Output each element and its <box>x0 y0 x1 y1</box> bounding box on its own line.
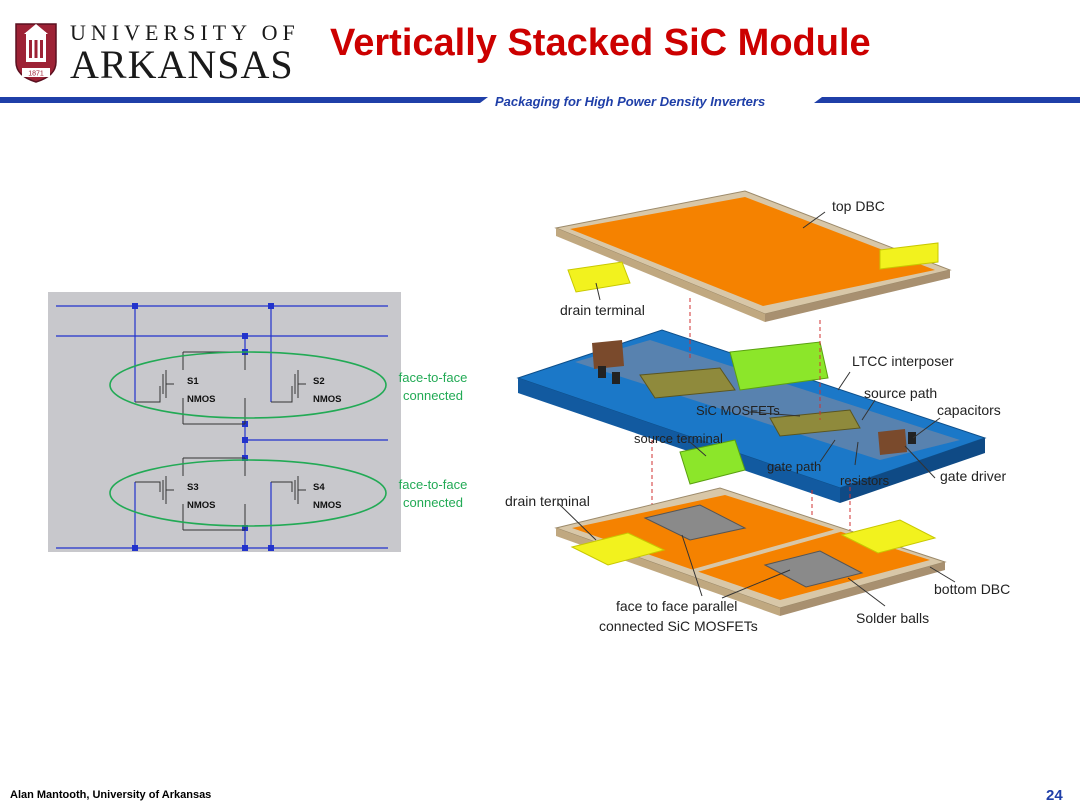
label-top-dbc: top DBC <box>832 198 885 214</box>
label-solder-balls: Solder balls <box>856 610 929 626</box>
logo-line-university: UNIVERSITY OF <box>70 20 300 45</box>
ltcc-interposer-layer <box>516 329 987 503</box>
label-source-path: source path <box>864 385 937 401</box>
face-to-face-ellipse-top <box>109 351 387 419</box>
label-sic-mosfets: SiC MOSFETs <box>696 403 780 418</box>
annotation-bottom-line1: face-to-face <box>399 477 468 492</box>
logo-wordmark: UNIVERSITY OF ARKANSAS <box>70 22 300 86</box>
switch-type-s3: NMOS <box>187 500 216 511</box>
switch-label-s4: S4 <box>313 482 325 493</box>
label-face-to-face-line2: connected SiC MOSFETs <box>599 618 758 634</box>
schematic-wires <box>56 305 388 549</box>
leader-lines <box>557 211 956 607</box>
annotation-top-line2: connected <box>403 388 463 403</box>
face-to-face-ellipse-bottom <box>109 459 387 527</box>
annotation-top-line1: face-to-face <box>399 370 468 385</box>
old-main-seal-icon: 1871 <box>15 23 57 83</box>
annotation-bottom-line2: connected <box>403 495 463 510</box>
top-dbc-layer <box>554 190 952 322</box>
label-drain-terminal-top: drain terminal <box>560 302 645 318</box>
slide-subtitle: Packaging for High Power Density Inverte… <box>495 94 766 109</box>
logo-line-arkansas: ARKANSAS <box>70 42 294 87</box>
switch-type-s1: NMOS <box>187 394 216 405</box>
label-face-to-face-line1: face to face parallel <box>616 598 737 614</box>
header-divider-bar <box>0 97 1080 103</box>
label-ltcc-interposer: LTCC interposer <box>852 353 954 369</box>
university-logo: 1871 <box>12 16 302 86</box>
label-gate-path: gate path <box>767 459 821 474</box>
switch-label-s2: S2 <box>313 376 325 387</box>
label-source-terminal: source terminal <box>634 431 723 446</box>
footer-author: Alan Mantooth, University of Arkansas <box>10 789 212 801</box>
switch-type-s2: NMOS <box>313 394 342 405</box>
mosfet-symbols <box>135 351 306 531</box>
switch-type-s4: NMOS <box>313 500 342 511</box>
label-bottom-dbc: bottom DBC <box>934 581 1010 597</box>
slide-title: Vertically Stacked SiC Module <box>330 22 871 64</box>
label-drain-terminal-bottom: drain terminal <box>505 493 590 509</box>
label-capacitors: capacitors <box>937 402 1001 418</box>
switch-label-s1: S1 <box>187 376 199 387</box>
module-exploded-diagram: top DBC drain terminal LTCC interposer s… <box>505 190 1010 634</box>
seal-year: 1871 <box>28 71 44 78</box>
circuit-schematic: S1 NMOS S2 NMOS S3 NMOS S4 NMOS face-to-… <box>48 292 468 552</box>
page-number: 24 <box>1046 787 1063 804</box>
switch-label-s3: S3 <box>187 482 199 493</box>
label-resistors: resistors <box>840 473 890 488</box>
schematic-background <box>48 292 401 552</box>
bottom-dbc-layer <box>554 487 947 616</box>
label-gate-driver: gate driver <box>940 468 1006 484</box>
